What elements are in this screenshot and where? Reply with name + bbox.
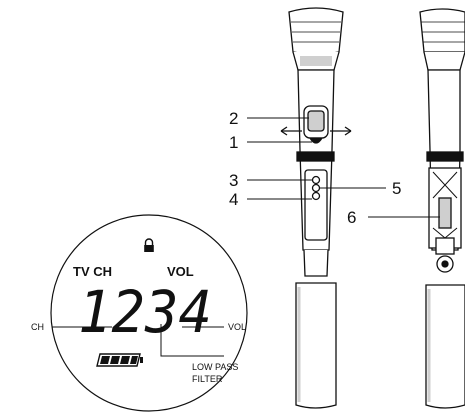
callout-2: 2: [229, 109, 238, 128]
lcd-magnifier-circle: [50, 214, 248, 412]
lcd-digits: 1234: [78, 278, 212, 346]
front-band: [296, 151, 335, 162]
rear-battery-tube: [425, 284, 465, 409]
callout-6: 6: [347, 208, 356, 227]
callout-3: 3: [229, 171, 238, 190]
low-pass-label-line1: LOW PASS: [192, 362, 238, 372]
microphone-front: [280, 7, 352, 409]
microphone-rear: [419, 8, 465, 409]
front-grille: [288, 7, 344, 55]
rear-band: [426, 151, 464, 162]
callouts: 2 1 3 4 5 6: [229, 109, 440, 227]
lock-icon: [144, 238, 154, 252]
front-neck: [303, 249, 329, 277]
lcd-detail: TV CH VOL 1234 CH VOL LOW PASS FILTER: [31, 214, 248, 412]
button-3: [311, 175, 321, 185]
rear-grille: [419, 8, 465, 53]
low-pass-leader-line: [160, 324, 224, 357]
callout-1: 1: [229, 133, 238, 152]
battery-icon: [96, 353, 143, 367]
callout-5: 5: [392, 179, 401, 198]
front-ir-button: [308, 137, 324, 144]
lcd-vol-label: VOL: [167, 264, 194, 279]
lcd-tv-ch-label: TV CH: [73, 264, 112, 279]
vol-label: VOL: [228, 322, 246, 332]
battery-bars: [100, 356, 138, 364]
front-battery-tube: [295, 282, 337, 409]
ch-label: CH: [31, 322, 44, 332]
button-4: [311, 191, 321, 201]
low-pass-label-line2: FILTER: [192, 374, 223, 384]
callout-4: 4: [229, 190, 238, 209]
button-5: [311, 183, 321, 193]
